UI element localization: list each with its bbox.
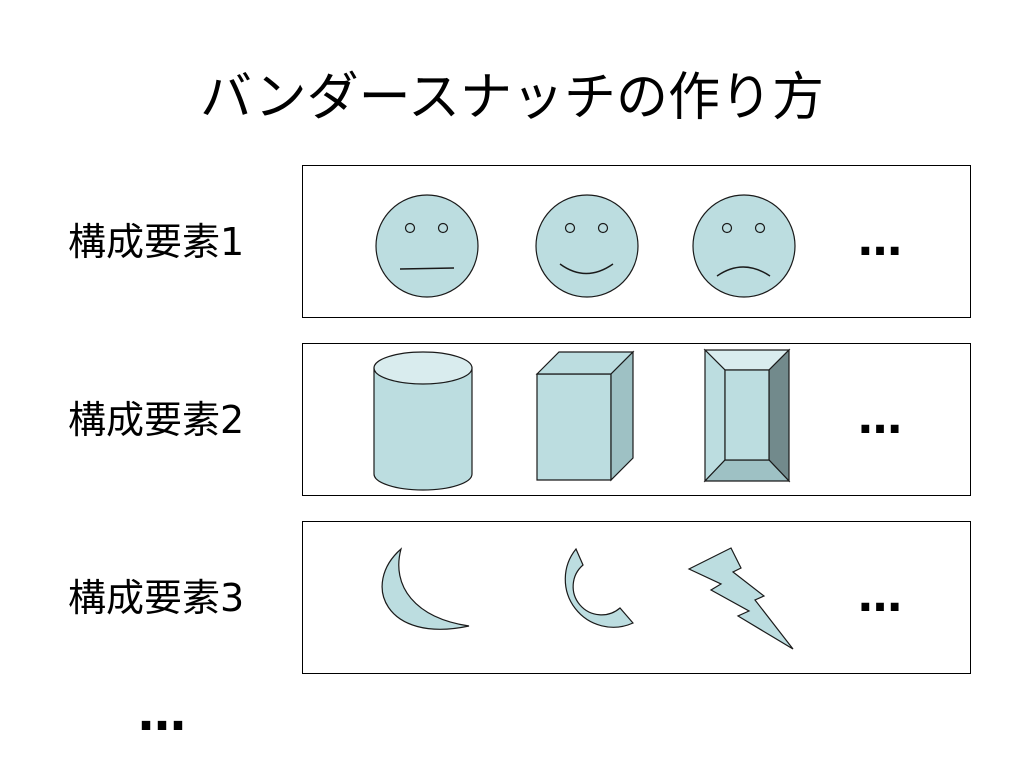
- lightning-bolt-icon: [687, 547, 794, 650]
- row-2-more-ellipsis: …: [858, 393, 906, 444]
- more-rows-ellipsis: …: [138, 686, 191, 742]
- slide-title: バンダースナッチの作り方: [199, 68, 824, 128]
- cylinder-icon: [373, 351, 473, 491]
- row-1-more-ellipsis: …: [858, 215, 906, 266]
- frowning-face-icon: [692, 194, 796, 298]
- smiling-face-icon: [535, 194, 639, 298]
- component-row-3-shapes: [381, 547, 794, 650]
- cube-icon: [535, 350, 635, 482]
- component-row-3: …: [302, 521, 971, 674]
- row-3-more-ellipsis: …: [858, 571, 906, 622]
- component-row-1-shapes: [375, 194, 796, 298]
- moon-icon: [381, 547, 470, 630]
- component-row-2-shapes: [373, 348, 791, 491]
- neutral-face-icon: [375, 194, 479, 298]
- row-label-1: 構成要素1: [68, 220, 245, 264]
- row-label-2: 構成要素2: [68, 398, 245, 442]
- component-row-2: …: [302, 343, 971, 496]
- row-label-3: 構成要素3: [68, 576, 245, 620]
- arc-icon: [564, 547, 634, 628]
- component-row-1: …: [302, 165, 971, 318]
- bevel-icon: [703, 348, 791, 483]
